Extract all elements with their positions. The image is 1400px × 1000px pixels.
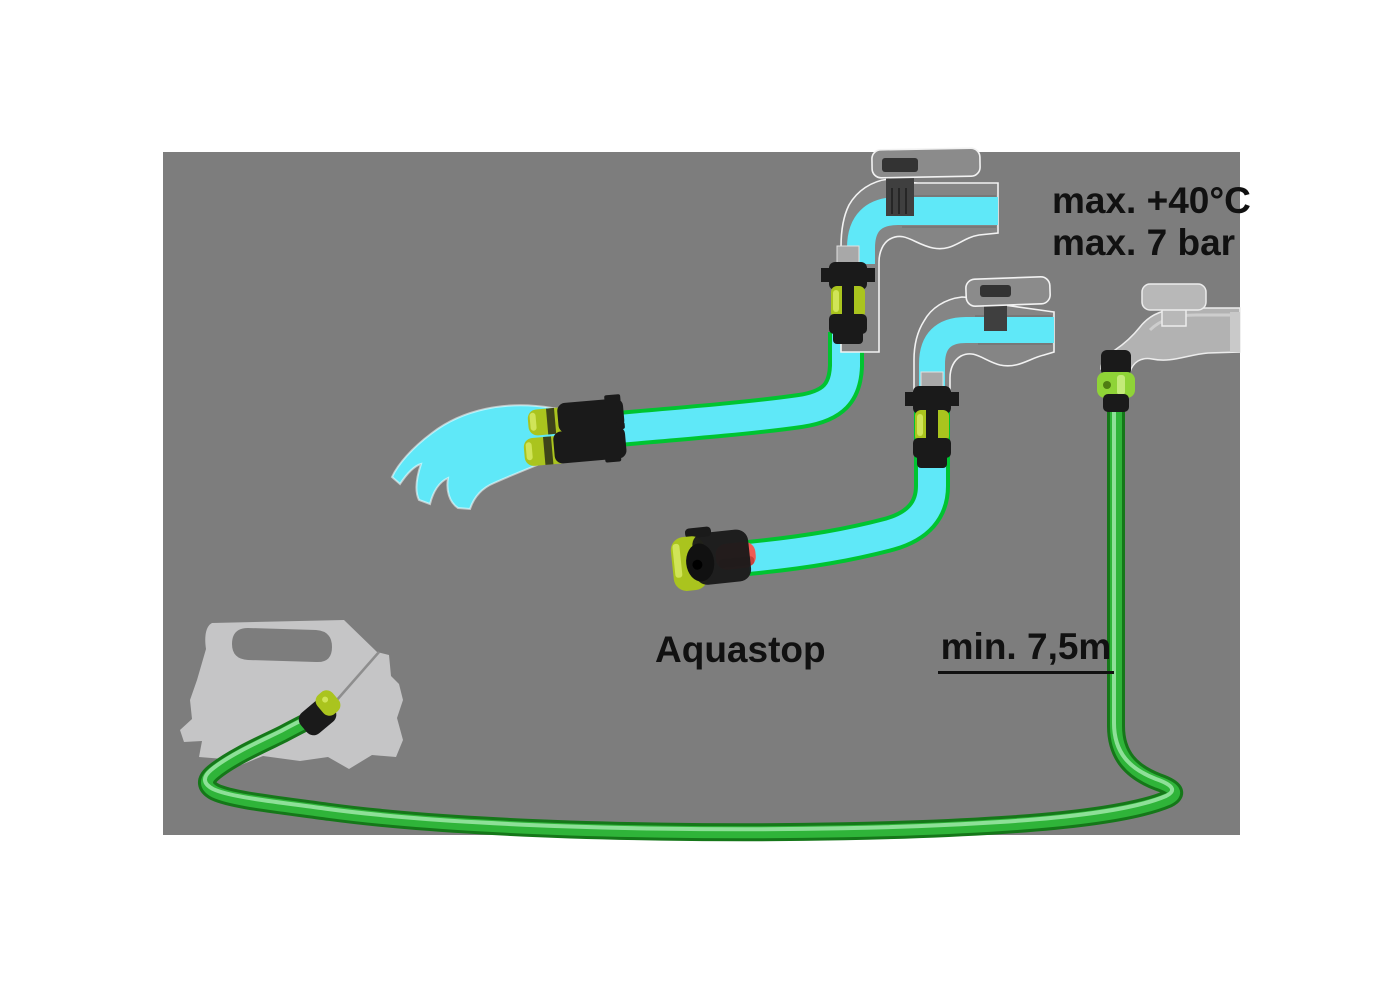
- tap-right: [1100, 283, 1241, 373]
- hose-connector-left: [821, 245, 875, 344]
- aquastop-connector: [670, 526, 756, 591]
- machine-hose-connector: [298, 690, 341, 736]
- tap-spout-opening: [1230, 312, 1240, 352]
- pressure-washer-silhouette: [180, 620, 403, 769]
- tap-right-handle: [1141, 283, 1207, 311]
- hose-left-water: [558, 332, 864, 452]
- hose-middle-water: [746, 400, 950, 576]
- label-min-length: min. 7,5m: [938, 626, 1114, 674]
- hose-coupling-open: [523, 394, 627, 466]
- leader-line: [335, 651, 380, 702]
- tap-left: [840, 147, 999, 353]
- tap-middle: [913, 276, 1055, 391]
- label-limits: max. +40°C max. 7 bar: [1052, 180, 1251, 264]
- garden-hose-green: [198, 401, 1183, 842]
- hose-connector-middle: [905, 371, 959, 468]
- label-aquastop: Aquastop: [655, 629, 826, 670]
- tap-connector-right: [1097, 350, 1135, 412]
- label-max-pressure: max. 7 bar: [1052, 222, 1236, 263]
- label-max-temperature: max. +40°C: [1052, 180, 1251, 221]
